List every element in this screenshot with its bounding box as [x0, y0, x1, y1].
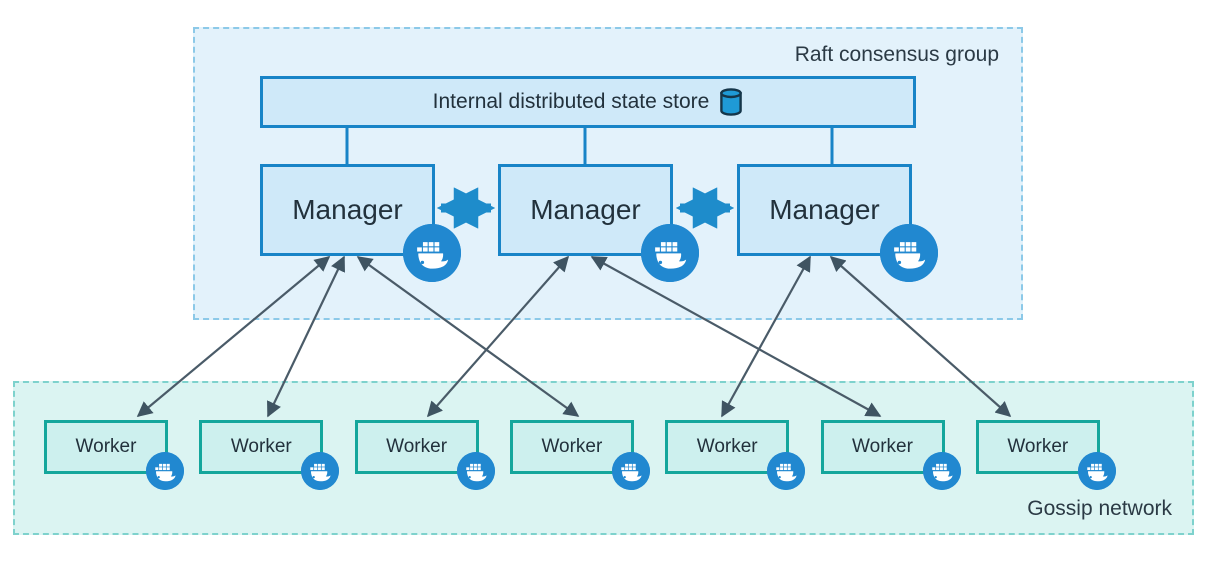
docker-whale-icon	[922, 452, 961, 490]
worker-node-4: Worker	[509, 420, 650, 490]
docker-whale-icon	[641, 224, 699, 282]
docker-whale-icon	[767, 452, 806, 490]
docker-whale-icon	[880, 224, 938, 282]
worker-label: Worker	[852, 436, 913, 457]
internal-state-store-box: Internal distributed state store	[260, 76, 916, 128]
docker-whale-icon	[146, 452, 184, 490]
manager-label: Manager	[769, 194, 880, 225]
worker-label: Worker	[75, 436, 137, 457]
worker-node-7: Worker	[975, 420, 1116, 490]
worker-label: Worker	[696, 436, 758, 457]
docker-whale-icon	[403, 224, 461, 282]
worker-label: Worker	[1007, 436, 1069, 457]
worker-node-2: Worker	[199, 420, 340, 490]
worker-label: Worker	[386, 436, 448, 457]
gossip-group-label: Gossip network	[1027, 497, 1172, 520]
manager-node-1: Manager	[260, 164, 461, 282]
worker-label: Worker	[230, 436, 292, 457]
raft-group-label: Raft consensus group	[794, 43, 999, 66]
database-cylinder-icon	[719, 87, 743, 117]
worker-node-3: Worker	[354, 420, 495, 490]
worker-label: Worker	[541, 436, 603, 457]
docker-whale-icon	[301, 452, 340, 490]
manager-node-3: Manager	[737, 164, 938, 282]
docker-whale-icon	[611, 452, 650, 490]
worker-node-6: Worker	[820, 420, 961, 490]
manager-node-2: Manager	[498, 164, 699, 282]
docker-whale-icon	[456, 452, 495, 490]
worker-node-1: Worker	[44, 420, 184, 490]
manager-label: Manager	[530, 194, 641, 225]
worker-node-5: Worker	[665, 420, 806, 490]
manager-label: Manager	[292, 194, 403, 225]
state-store-label: Internal distributed state store	[432, 90, 710, 113]
docker-whale-icon	[1077, 452, 1116, 490]
